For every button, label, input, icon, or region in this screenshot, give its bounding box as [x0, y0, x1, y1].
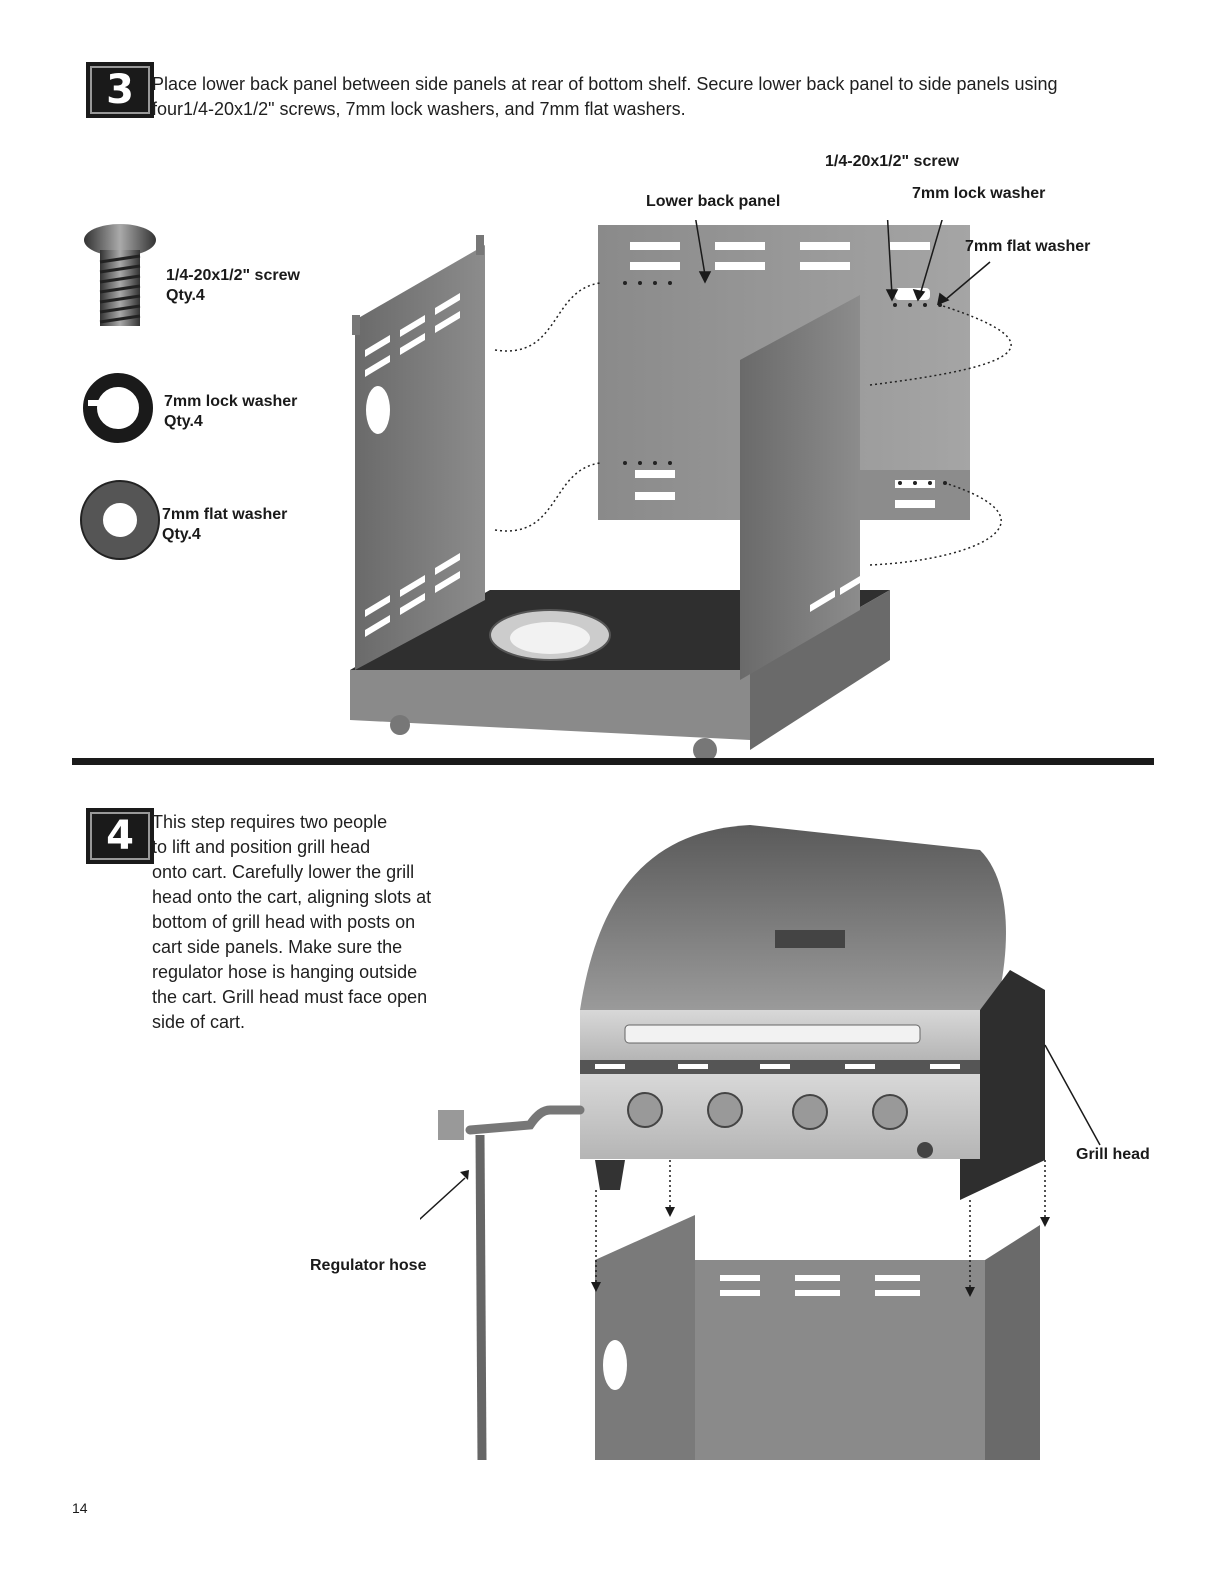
lock-washer-icon — [83, 373, 153, 443]
part-flat-washer: 7mm flat washer Qty.4 — [162, 505, 287, 545]
igniter-icon — [917, 1142, 933, 1158]
callout-screw: 1/4-20x1/2" screw — [825, 153, 959, 170]
cart-left-panel — [595, 1215, 695, 1460]
part-lock-washer-qty: Qty.4 — [164, 413, 203, 430]
step-3-number: 3 — [106, 67, 134, 113]
regulator-hose — [465, 1105, 585, 1135]
step-4-instructions: This step requires two people to lift an… — [152, 810, 452, 1035]
callout-flat-washer: 7mm flat washer — [965, 238, 1091, 255]
step-3-instruction-line-2: four1/4-20x1/2" screws, 7mm lock washers… — [152, 99, 686, 119]
grill-side-panel — [960, 970, 1045, 1200]
flat-washer-icon — [80, 480, 160, 560]
brand-plate — [775, 930, 845, 948]
step-4-line: to lift and position grill head — [152, 837, 371, 857]
grill-head-illustration — [420, 825, 1101, 1461]
step-4-line: head onto the cart, aligning slots at — [152, 887, 432, 907]
cart-assembly-illustration — [350, 220, 1012, 762]
callout-grill-head: Grill head — [1076, 1146, 1150, 1163]
burner-knob-icon — [627, 1092, 663, 1128]
step-4-line: regulator hose is hanging outside — [152, 962, 418, 982]
burner-knob-icon — [872, 1094, 908, 1130]
part-flat-washer-name: 7mm flat washer — [162, 506, 288, 523]
step-4-line: the cart. Grill head must face open — [152, 987, 428, 1007]
regulator-hose-line — [475, 1134, 487, 1461]
callout-lock-washer: 7mm lock washer — [912, 185, 1046, 202]
step-4-line: onto cart. Carefully lower the grill — [152, 862, 415, 882]
step-4-line: cart side panels. Make sure the — [152, 937, 403, 957]
screw-icon — [84, 224, 156, 326]
cart-right-panel — [985, 1225, 1040, 1460]
burner-knob-icon — [707, 1092, 743, 1128]
step-3-badge: 3 — [86, 62, 154, 118]
page-number: 14 — [72, 1500, 88, 1516]
part-lock-washer: 7mm lock washer Qty.4 — [164, 392, 297, 432]
part-lock-washer-name: 7mm lock washer — [164, 393, 298, 410]
step-3-instructions: Place lower back panel between side pane… — [152, 72, 1152, 122]
step-4-badge: 4 — [86, 808, 154, 864]
step-4-line: side of cart. — [152, 1012, 246, 1032]
part-screw-name: 1/4-20x1/2" screw — [166, 267, 300, 284]
burner-knob-icon — [792, 1094, 828, 1130]
part-flat-washer-qty: Qty.4 — [162, 526, 201, 543]
right-side-panel — [740, 295, 860, 680]
lid-handle — [624, 1024, 921, 1044]
regulator-valve — [438, 1110, 464, 1140]
callout-lower-back-panel: Lower back panel — [646, 193, 781, 210]
grill-lid — [580, 825, 1006, 1010]
part-screw-qty: Qty.4 — [166, 287, 205, 304]
step-4-line: This step requires two people — [152, 812, 388, 832]
step-divider — [72, 758, 1154, 765]
step-4-number: 4 — [106, 813, 134, 859]
callout-regulator-hose: Regulator hose — [310, 1257, 427, 1274]
step-3-instruction-line-1: Place lower back panel between side pane… — [152, 74, 1058, 94]
part-screw: 1/4-20x1/2" screw Qty.4 — [166, 266, 300, 306]
step-4-line: bottom of grill head with posts on — [152, 912, 416, 932]
